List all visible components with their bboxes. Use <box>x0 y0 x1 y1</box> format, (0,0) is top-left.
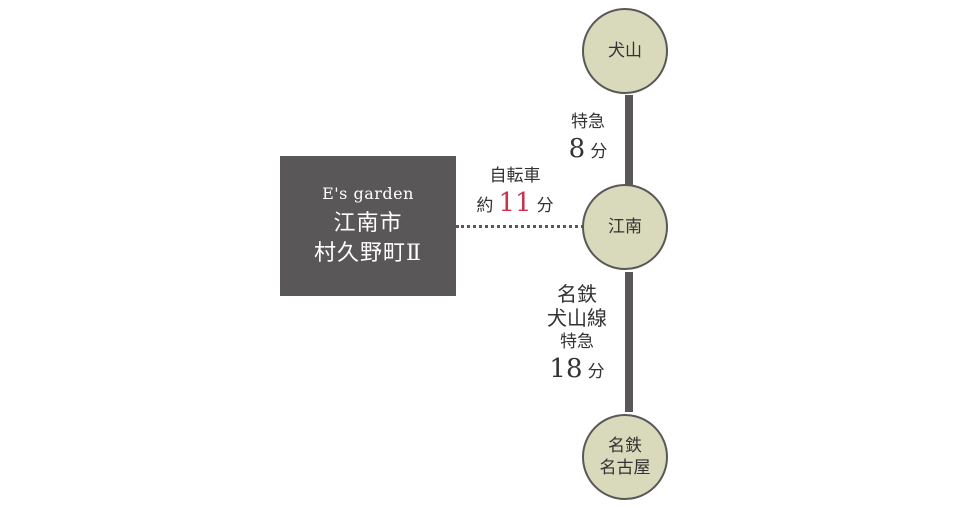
travel-minutes: 8 <box>568 134 586 164</box>
minutes-unit: 分 <box>536 196 554 216</box>
railway-line: 犬山線 <box>547 306 607 330</box>
travel-minutes: 18 <box>549 354 583 384</box>
travel-minutes: 11 <box>498 188 532 218</box>
train-type: 特急 <box>560 332 594 352</box>
minutes-unit: 分 <box>590 142 608 162</box>
segment-label-inuyama-konan: 特急 8 分 <box>556 110 620 164</box>
station-inuyama: 犬山 <box>582 8 668 94</box>
minutes-unit: 分 <box>587 362 605 382</box>
segment-label-konan-nagoya: 名鉄 犬山線 特急 18 分 <box>534 282 620 384</box>
property-area: 村久野町Ⅱ <box>314 241 422 266</box>
bicycle-connector-dotted <box>456 225 584 228</box>
property-box: E's garden 江南市 村久野町Ⅱ <box>280 156 456 296</box>
approx-prefix: 約 <box>476 196 494 216</box>
route-line-upper <box>625 95 633 185</box>
station-name: 犬山 <box>608 41 642 61</box>
train-type: 特急 <box>571 112 605 132</box>
route-line-lower <box>625 272 633 412</box>
station-meitetsu-nagoya: 名鉄 名古屋 <box>582 414 668 500</box>
travel-mode: 自転車 <box>489 166 541 186</box>
station-konan: 江南 <box>582 184 668 270</box>
station-name-line2: 名古屋 <box>599 458 651 478</box>
railway-company: 名鉄 <box>557 282 597 306</box>
property-brand: E's garden <box>322 184 414 203</box>
station-name: 江南 <box>608 217 642 237</box>
station-name-line1: 名鉄 <box>608 436 642 456</box>
segment-label-bicycle: 自転車 約 11 分 <box>470 164 560 218</box>
property-city: 江南市 <box>333 211 403 236</box>
